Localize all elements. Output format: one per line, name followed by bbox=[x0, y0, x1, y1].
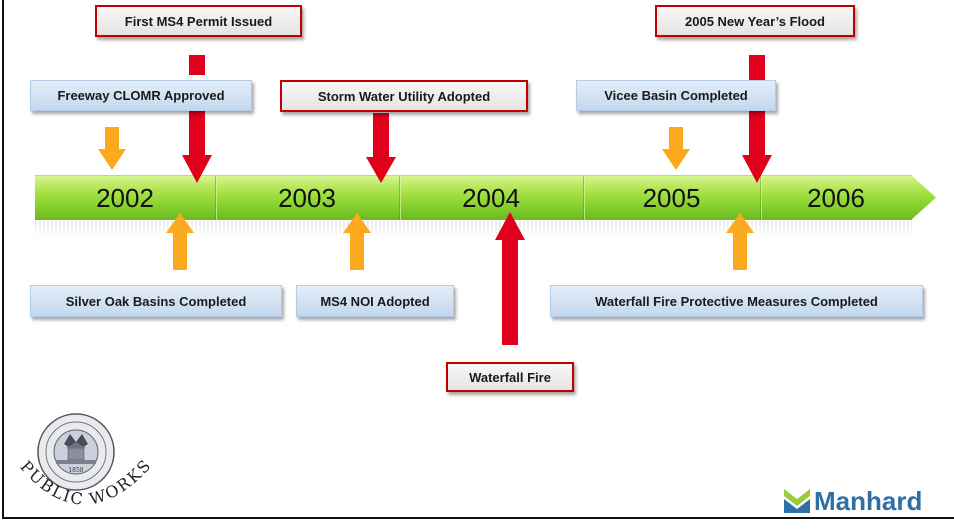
event-label: Waterfall Fire bbox=[446, 362, 574, 392]
event-label: MS4 NOI Adopted bbox=[296, 285, 454, 317]
year-2006: 2006 bbox=[807, 182, 865, 213]
manhard-logo: Manhard bbox=[784, 486, 949, 516]
seal-year: 1858 bbox=[68, 467, 83, 474]
orange-down-arrow-freeway-clomr bbox=[98, 127, 126, 170]
public-works-seal-logo: 1858 PUBLIC WORKS bbox=[16, 413, 152, 509]
event-label: 2005 New Year’s Flood bbox=[655, 5, 855, 37]
event-label: Silver Oak Basins Completed bbox=[30, 285, 282, 317]
year-divider bbox=[760, 176, 761, 220]
orange-down-arrow-vicee-basin bbox=[662, 127, 690, 170]
manhard-logo-icon bbox=[784, 489, 810, 513]
year-divider bbox=[215, 176, 216, 220]
timeline-bar-reflection bbox=[35, 221, 912, 237]
timeline-bar: 2002 2003 2004 2005 2006 bbox=[35, 175, 912, 220]
event-label: Vicee Basin Completed bbox=[576, 80, 776, 111]
red-down-arrow-storm-water bbox=[366, 113, 396, 183]
event-label: Storm Water Utility Adopted bbox=[280, 80, 528, 112]
orange-up-arrow-protective-measures bbox=[726, 213, 754, 270]
red-down-arrow-new-years-flood bbox=[742, 55, 772, 183]
event-label: First MS4 Permit Issued bbox=[95, 5, 302, 37]
orange-up-arrow-silver-oak bbox=[166, 213, 194, 270]
red-down-arrow-first-ms4 bbox=[182, 55, 212, 183]
orange-up-arrow-ms4-noi bbox=[343, 213, 371, 270]
year-2002: 2002 bbox=[96, 182, 154, 213]
event-label: Freeway CLOMR Approved bbox=[30, 80, 252, 111]
year-2004: 2004 bbox=[462, 182, 520, 213]
year-divider bbox=[583, 176, 584, 220]
slide-frame bbox=[2, 0, 954, 519]
year-2005: 2005 bbox=[642, 182, 701, 213]
year-divider bbox=[399, 176, 400, 220]
year-2003: 2003 bbox=[278, 182, 336, 213]
event-label: Waterfall Fire Protective Measures Compl… bbox=[550, 285, 923, 317]
manhard-logo-text: Manhard bbox=[814, 486, 923, 516]
red-up-arrow-waterfall-fire bbox=[495, 212, 525, 345]
